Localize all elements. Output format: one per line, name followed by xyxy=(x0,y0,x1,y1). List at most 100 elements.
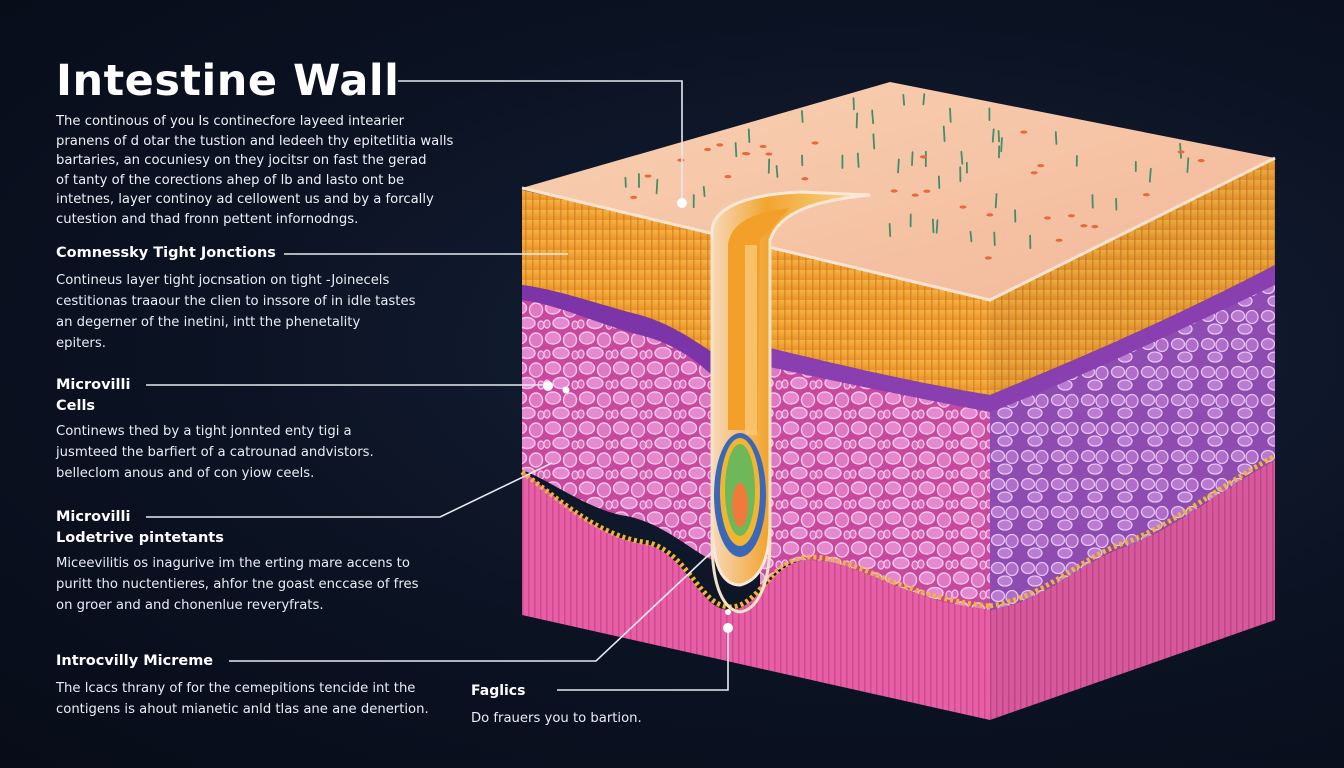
leader-dot-cells xyxy=(543,381,553,391)
leader-dot-cells-2 xyxy=(562,386,570,394)
basement-membrane-front xyxy=(522,285,712,375)
surface-microvilli xyxy=(624,93,1205,260)
leader-dot-title xyxy=(677,198,687,208)
microvillus-sprout xyxy=(775,165,779,178)
crypt-lining-left xyxy=(710,240,741,614)
microvillus-sprout xyxy=(922,93,926,106)
section-introcvilly: Introcvilly Micreme The lcacs thrany of … xyxy=(56,651,429,720)
surface-pore xyxy=(1197,159,1205,163)
microvillus-sprout xyxy=(888,223,892,237)
leader-introcvilly xyxy=(229,547,717,662)
microvillus-sprout xyxy=(937,175,941,189)
section-line: Contineus layer tight jocnsation on tigh… xyxy=(56,273,390,288)
microvillus-sprout xyxy=(949,107,952,123)
section-line: belleclom anous and of con yiow ceels. xyxy=(56,466,315,481)
section-heading: Microvilli xyxy=(56,377,131,393)
mucosa-cells-front xyxy=(522,290,712,560)
surface-pore xyxy=(759,144,767,149)
microvillus-sprout xyxy=(931,218,935,234)
surface-pore xyxy=(1030,171,1038,175)
surface-pore xyxy=(1142,193,1150,197)
microvillus-sprout xyxy=(942,125,946,142)
microvillus-sprout xyxy=(902,93,906,106)
intro-paragraph: The continous of you Is continecfore lay… xyxy=(56,112,476,229)
crypt-base-core xyxy=(732,483,748,527)
intro-line: The continous of you Is continecfore lay… xyxy=(56,114,405,129)
surface-pore xyxy=(704,147,712,152)
surface-pore xyxy=(919,155,927,159)
microvillus-sprout xyxy=(702,185,706,197)
crypt-inner-yellow xyxy=(728,208,790,430)
surface-pore xyxy=(716,143,724,147)
leader-faglics xyxy=(557,628,729,691)
intro-line: intetnes, layer continoy ad cellowent us… xyxy=(56,192,434,207)
surface-pore xyxy=(1055,238,1063,242)
surface-pore xyxy=(644,174,652,178)
microvillus-sprout xyxy=(856,152,860,168)
villi-layer-side xyxy=(990,158,1275,395)
label-faglics: Faglics Do frauers you to bartion. xyxy=(471,681,642,729)
section-microvilli-2: Microvilli Lodetrive pintetants Miceevil… xyxy=(56,507,418,616)
section-line: puritt tho nuctentieres, ahfor tne goast… xyxy=(56,577,419,592)
leader-dot-faglics xyxy=(723,623,733,633)
label-heading: Faglics xyxy=(471,683,526,699)
surface-pore xyxy=(1080,224,1088,228)
surface-pore xyxy=(741,151,749,156)
microvillus-sprout xyxy=(855,112,859,129)
leader-title xyxy=(398,80,683,203)
mucosa-cells-front-right xyxy=(760,360,990,610)
muscularis-line-side xyxy=(989,453,1277,609)
microvillus-sprout xyxy=(734,142,738,158)
tissue-block xyxy=(520,82,1277,720)
section-subheading: Lodetrive pintetants xyxy=(56,530,224,546)
section-line: an degerner of the inetini, intt the phe… xyxy=(56,315,361,330)
section-line: on groer and and chonenlue reveryfrats. xyxy=(56,598,324,613)
microvillus-sprout xyxy=(1148,167,1152,183)
section-line: Miceevilitis os inagurive im the erting … xyxy=(56,556,410,571)
microvillus-sprout xyxy=(655,178,659,195)
microvillus-sprout xyxy=(747,128,751,144)
microvillus-sprout xyxy=(969,230,973,243)
surface-pore xyxy=(1043,216,1051,220)
microvillus-sprout xyxy=(994,193,998,209)
epithelium-top-surface xyxy=(522,82,1275,300)
crypt-inner-light xyxy=(745,245,757,435)
microvillus-sprout xyxy=(1054,131,1058,145)
microvillus-sprout xyxy=(935,219,939,234)
intro-line: bartaries, an cocuniesy on they jocitsr … xyxy=(56,153,427,168)
section-microvilli-cells: Microvilli Cells Continews thed by a tig… xyxy=(56,375,374,484)
leader-microvilli-2 xyxy=(146,462,553,518)
mucosa-cells-side xyxy=(990,275,1275,610)
microvillus-sprout xyxy=(911,151,914,166)
section-heading: Introcvilly Micreme xyxy=(56,653,214,669)
surface-pore xyxy=(923,189,931,193)
intro-line: of tanty of the corections ahep of lb an… xyxy=(56,172,405,188)
surface-pore xyxy=(1091,225,1099,229)
surface-pore xyxy=(1020,130,1028,134)
surface-pore xyxy=(765,152,773,156)
section-line: contigens is ahout mianetic anld tlas an… xyxy=(56,702,429,717)
microvillus-sprout xyxy=(993,231,996,246)
surface-pore xyxy=(630,195,638,199)
submucosa-side xyxy=(990,460,1275,720)
section-line: jusmteed the barfiert of a catrounad and… xyxy=(56,445,374,460)
surface-pore xyxy=(1177,150,1185,154)
surface-pore xyxy=(890,189,898,193)
section-body: Contineus layer tight jocnsation on tigh… xyxy=(56,270,415,354)
leader-lines xyxy=(146,80,729,691)
diagram-title: Intestine Wall xyxy=(56,56,400,106)
surface-pore xyxy=(959,205,967,209)
surface-pore xyxy=(811,141,819,145)
villi-layer-front-right xyxy=(770,246,990,395)
microvillus-sprout xyxy=(871,109,875,125)
microvillus-sprout xyxy=(991,128,995,143)
microvillus-sprout xyxy=(1186,157,1190,173)
label-body: Do frauers you to bartion. xyxy=(471,711,642,726)
section-body: The lcacs thrany of for the cemepitions … xyxy=(56,678,429,720)
section-line: Continews thed by a tight jonnted enty t… xyxy=(56,424,352,439)
section-body: Miceevilitis os inagurive im the erting … xyxy=(56,553,418,616)
microvillus-sprout xyxy=(960,150,964,165)
section-line: The lcacs thrany of for the cemepitions … xyxy=(56,681,416,696)
